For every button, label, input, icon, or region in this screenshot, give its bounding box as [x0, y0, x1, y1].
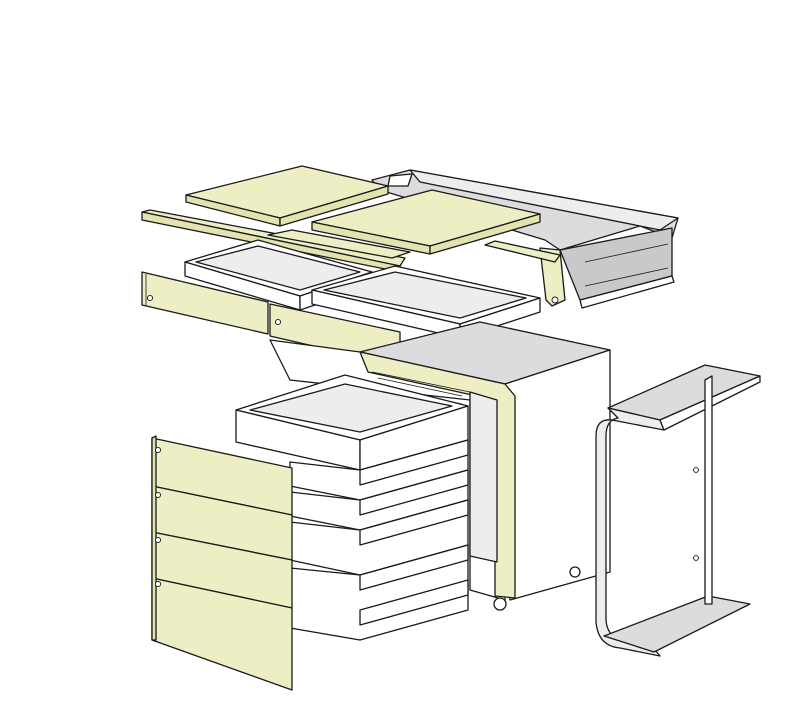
top-front-rail	[141, 209, 561, 273]
small-drawers	[184, 239, 541, 339]
large-drawer-stack	[235, 374, 469, 641]
top-lid-panels	[185, 165, 541, 255]
main-cabinet	[269, 321, 611, 611]
top-tray-unit	[371, 169, 679, 309]
u-frame-support	[595, 364, 761, 657]
drawer-front-panels	[151, 435, 293, 691]
